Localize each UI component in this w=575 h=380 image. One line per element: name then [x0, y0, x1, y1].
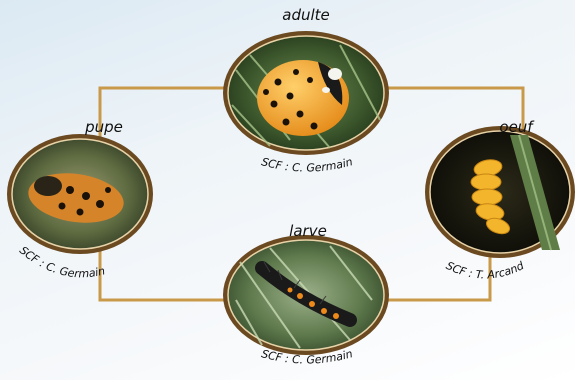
adult-photo-credit: SCF : C. Germain: [260, 155, 354, 174]
pupa-photo: [7, 134, 153, 254]
adult-photo: [223, 31, 389, 155]
stage-label-larva: larve: [248, 222, 368, 240]
stage-label-adult: adulte: [246, 6, 366, 24]
larva-photo: [223, 235, 389, 355]
connector-larva-to-pupa: [100, 248, 226, 300]
egg-photo-credit: SCF : T. Arcand: [444, 259, 527, 282]
stage-label-egg: oeuf: [456, 118, 575, 136]
egg-photo: [425, 126, 575, 258]
stage-label-pupa: pupe: [44, 118, 164, 136]
